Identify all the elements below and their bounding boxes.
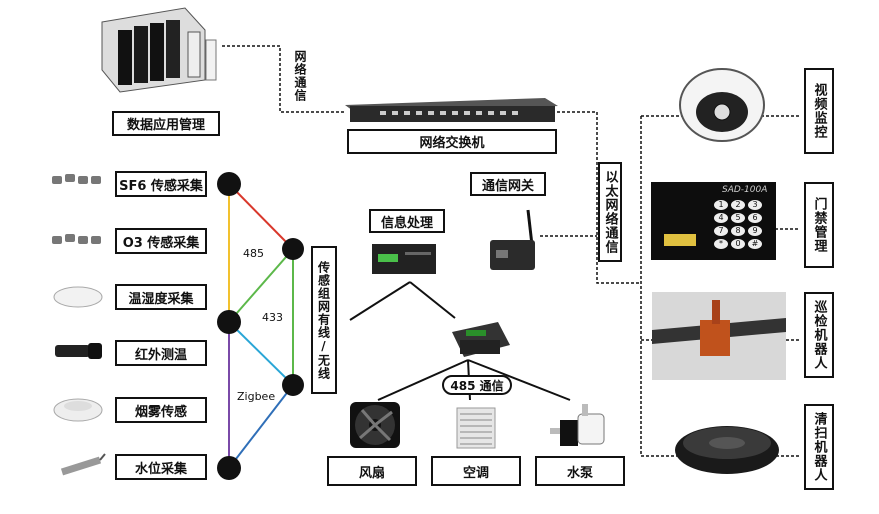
line-cyan	[228, 321, 294, 386]
gateway-box: 通信网关	[470, 172, 546, 196]
water-pump-icon	[550, 404, 605, 446]
humidity-sensor-icon	[53, 286, 103, 308]
rs485-label: 485 通信	[442, 375, 512, 395]
key-7: 7	[714, 226, 728, 236]
key-star: *	[714, 239, 728, 249]
line-green-a	[228, 248, 294, 323]
line-blue	[228, 384, 294, 469]
data-mgmt-box: 数据应用管理	[112, 111, 220, 136]
key-5: 5	[731, 213, 745, 223]
dome-camera-icon	[679, 68, 765, 142]
video-monitor-box: 视频监控	[804, 68, 834, 154]
key-8: 8	[731, 226, 745, 236]
node-2	[282, 238, 304, 260]
key-4: 4	[714, 213, 728, 223]
cleaning-robot-icon	[675, 426, 779, 474]
fan-icon	[350, 402, 400, 448]
access-control-box: 门禁管理	[804, 182, 834, 268]
node-3	[217, 310, 241, 334]
key-3: 3	[748, 200, 762, 210]
protocol-433: 433	[262, 311, 283, 324]
key-9: 9	[748, 226, 762, 236]
keypad-grid: 1 2 3 4 5 6 7 8 9 * 0 #	[714, 200, 762, 249]
sensor-box-water: 水位采集	[115, 454, 207, 480]
sf6-sensor-icon	[52, 174, 101, 184]
line-red	[228, 183, 294, 250]
ac-box: 空调	[431, 456, 521, 486]
o3-sensor-icon	[52, 234, 101, 244]
node-4	[282, 374, 304, 396]
controller-icon	[452, 322, 510, 357]
info-proc-box: 信息处理	[369, 209, 445, 233]
key-1: 1	[714, 200, 728, 210]
sensor-box-infrared: 红外测温	[115, 340, 207, 366]
water-level-probe-icon	[60, 453, 106, 476]
cleaning-robot-box: 清扫机器人	[804, 404, 834, 490]
info-processor-icon	[372, 244, 436, 274]
ethernet-box: 以太网络通信	[598, 162, 622, 262]
keypad-brand: SAD-100A	[722, 185, 768, 195]
pump-box: 水泵	[535, 456, 625, 486]
net-comm-label: 网络通信	[293, 50, 307, 102]
protocol-zigbee: Zigbee	[237, 390, 276, 403]
switch-box: 网络交换机	[347, 129, 557, 154]
air-conditioner-icon	[456, 407, 496, 449]
inspection-robot-box: 巡检机器人	[804, 292, 834, 378]
key-6: 6	[748, 213, 762, 223]
key-hash: #	[748, 239, 762, 249]
key-0: 0	[731, 239, 745, 249]
inspection-robot-icon	[652, 292, 786, 380]
protocol-485: 485	[243, 247, 264, 260]
node-1	[217, 172, 241, 196]
sensor-net-box: 传感组网有线/无线	[311, 246, 337, 394]
sensor-box-sf6: SF6 传感采集	[115, 171, 207, 197]
node-5	[217, 456, 241, 480]
gateway-icon	[490, 209, 535, 270]
infrared-camera-icon	[55, 343, 102, 359]
fan-box: 风扇	[327, 456, 417, 486]
key-2: 2	[731, 200, 745, 210]
smoke-detector-icon	[53, 398, 103, 422]
server-cabinet-icon	[101, 7, 217, 93]
sensor-box-humidity: 温湿度采集	[115, 284, 207, 310]
sensor-box-o3: O3 传感采集	[115, 228, 207, 254]
sensor-box-smoke: 烟雾传感	[115, 397, 207, 423]
network-switch-icon	[345, 98, 558, 122]
